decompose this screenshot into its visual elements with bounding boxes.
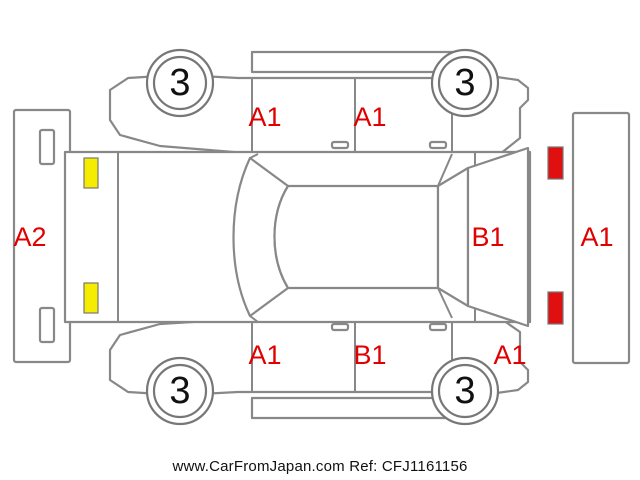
reference-footer: www.CarFromJapan.com Ref: CFJ1161156	[172, 458, 468, 475]
roof	[273, 184, 440, 290]
damage-code-bottom-rear-door: B1	[353, 340, 386, 370]
damage-code-bottom-rear-fender: A1	[493, 340, 526, 370]
damage-code-bottom-front-door: A1	[248, 340, 281, 370]
wheel-front-left-score: 3	[169, 62, 190, 104]
rear-lamp-upper	[547, 146, 564, 180]
body-top-view	[63, 146, 532, 328]
wheel-rear-left: 3	[430, 48, 500, 118]
wheel-front-right-score: 3	[169, 370, 190, 412]
roof-strip-bottom	[250, 396, 457, 420]
tailgate	[466, 146, 530, 328]
wheel-rear-right: 3	[430, 356, 500, 426]
wheel-rear-right-score: 3	[454, 370, 475, 412]
wheel-rear-left-score: 3	[454, 62, 475, 104]
rear-bumper	[571, 111, 631, 365]
front-lamp-lower	[83, 282, 99, 314]
damage-code-top-rear-door: A1	[353, 102, 386, 132]
rear-lamp-lower	[547, 291, 564, 325]
damage-code-top-front-door: A1	[248, 102, 281, 132]
roof-strip-top	[250, 50, 457, 74]
wheel-front-left: 3	[145, 48, 215, 118]
damage-code-rear-glass: B1	[471, 222, 504, 252]
wheel-front-right: 3	[145, 356, 215, 426]
front-lamp-upper	[83, 157, 99, 189]
damage-code-rear-bumper: A1	[580, 222, 613, 252]
damage-code-front-bumper: A2	[13, 222, 46, 252]
rear-glass	[436, 166, 470, 308]
